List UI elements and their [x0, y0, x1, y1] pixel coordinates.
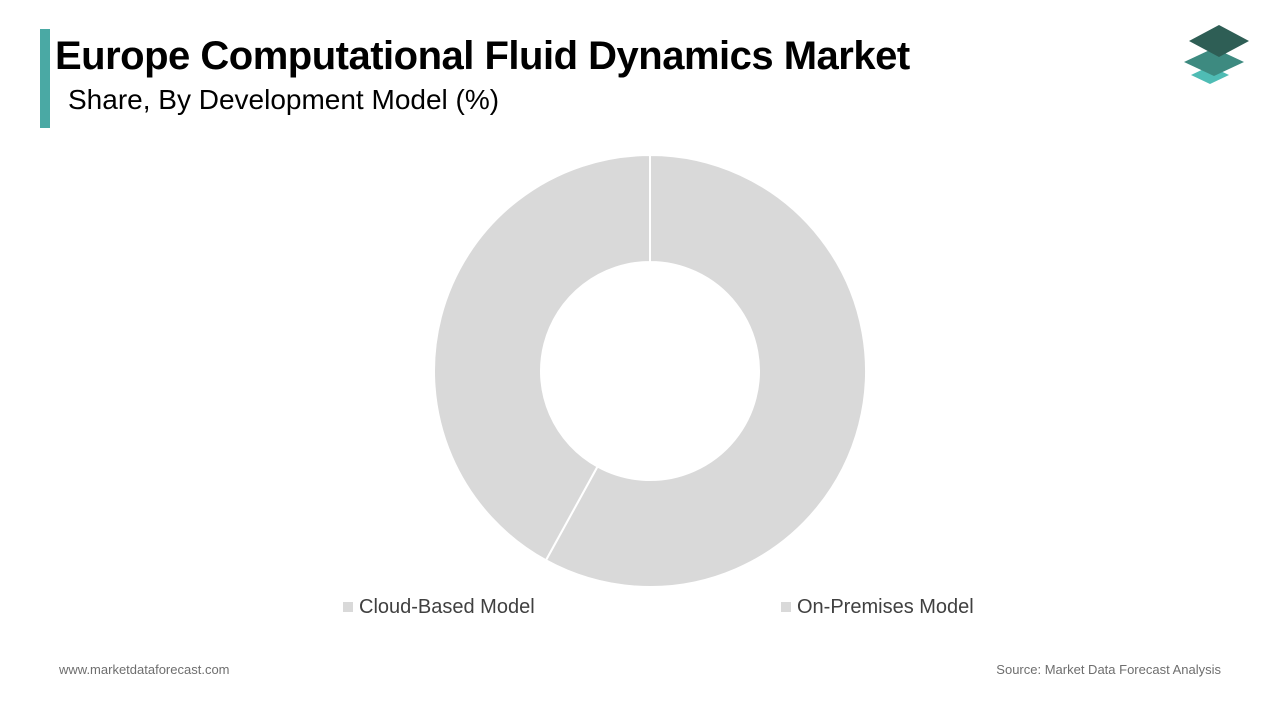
footer-source: Source: Market Data Forecast Analysis	[996, 662, 1221, 677]
page-subtitle: Share, By Development Model (%)	[68, 84, 500, 115]
logo-layer-top	[1189, 25, 1249, 57]
legend-label: On-Premises Model	[797, 595, 974, 618]
donut-slice-cloud-based-model	[433, 153, 651, 562]
logo-layer-middle	[1184, 48, 1244, 76]
title-accent-bar	[40, 29, 50, 128]
footer-website: www.marketdataforecast.com	[59, 662, 230, 677]
donut-slices	[433, 153, 867, 588]
legend-item-cloud-based: Cloud-Based Model	[343, 594, 535, 620]
legend-swatch	[781, 602, 791, 612]
legend-swatch	[343, 602, 353, 612]
legend-label: Cloud-Based Model	[359, 595, 535, 618]
donut-slice-on-premises-model	[544, 153, 867, 588]
page-title: Europe Computational Fluid Dynamics Mark…	[55, 34, 910, 78]
legend-item-on-premises: On-Premises Model	[781, 594, 974, 620]
stacked-layers-icon	[1184, 25, 1249, 84]
